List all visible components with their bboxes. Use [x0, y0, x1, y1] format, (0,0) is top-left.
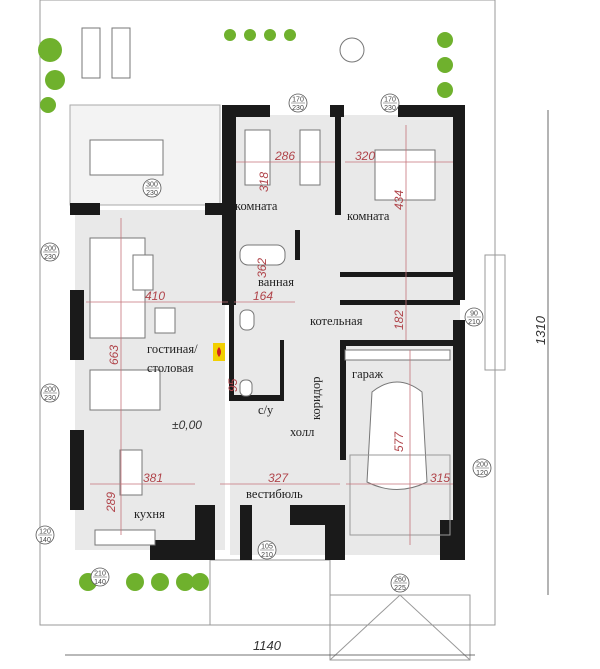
kitchen-island [119, 449, 143, 496]
dim-289: 289 [104, 492, 118, 513]
room-label-kitchen: кухня [134, 507, 165, 521]
opening-tag-bottom: 140 [39, 537, 51, 544]
dim-577: 577 [392, 431, 406, 452]
dining-table [89, 369, 161, 411]
opening-tag-top: 200 [476, 462, 488, 469]
opening-tag-bottom: 230 [146, 190, 158, 197]
room-label-dining: столовая [147, 361, 194, 375]
room-label-hall: холл [290, 425, 314, 439]
walls [70, 105, 465, 560]
dim-320: 320 [355, 149, 375, 163]
dim-95: 95 [226, 378, 240, 392]
opening-tag-top: 120 [39, 529, 51, 536]
toilet [239, 309, 255, 331]
opening-tag-top: 105 [261, 544, 273, 551]
driveway [329, 594, 471, 661]
opening-tag-bottom: 230 [384, 105, 396, 112]
room-label-vestibule: вестибюль [246, 487, 303, 501]
bathtub [239, 244, 286, 266]
dim-315: 315 [430, 471, 450, 485]
opening-tag-bottom: 230 [44, 254, 56, 261]
terrace-table [89, 139, 164, 176]
dimension-lines [65, 110, 549, 656]
room-label-living: гостиная/ [147, 342, 198, 356]
opening-tag-bottom: 230 [44, 395, 56, 402]
dim-362: 362 [255, 258, 269, 278]
garage-shelf [344, 349, 451, 361]
opening-tag-top: 170 [384, 97, 396, 104]
opening-tag-top: 210 [94, 571, 106, 578]
room-label-room-2: комната [347, 209, 390, 223]
furniture [89, 129, 451, 546]
plants [38, 29, 453, 591]
room-label-boiler: котельная [310, 314, 363, 328]
opening-tag-bottom: 210 [261, 552, 273, 559]
dim-318: 318 [257, 172, 271, 192]
dim-434: 434 [392, 190, 406, 210]
dim-327: 327 [268, 471, 289, 485]
side-porch [484, 254, 506, 371]
room-label-room-1: комната [235, 199, 278, 213]
opening-tag-top: 170 [292, 97, 304, 104]
dim-182: 182 [392, 310, 406, 330]
overall-height: 1310 [533, 315, 548, 345]
sunbeds [81, 27, 365, 79]
opening-tag-bottom: 140 [94, 579, 106, 586]
opening-tag-top: 200 [44, 246, 56, 253]
opening-tag-top: 260 [394, 577, 406, 584]
dim-286: 286 [274, 149, 295, 163]
opening-tag-bottom: 230 [292, 105, 304, 112]
overall-width: 1140 [253, 638, 282, 653]
dim-663: 663 [107, 345, 121, 365]
dim-164: 164 [253, 289, 273, 303]
opening-tag-bottom: 225 [394, 585, 406, 592]
level-mark: ±0,00 [172, 418, 202, 432]
room-label-garage: гараж [352, 367, 383, 381]
bed-small [244, 129, 271, 186]
car-icon [366, 381, 428, 490]
room-label-wc: с/у [258, 403, 274, 417]
opening-tag-top: 300 [146, 182, 158, 189]
opening-tag-bottom: 210 [468, 319, 480, 326]
opening-tags: 1702301702303002302002302002309021020012… [35, 93, 492, 593]
room-label-corridor: коридор [309, 377, 323, 421]
desk [299, 129, 321, 186]
opening-tag-top: 90 [470, 311, 478, 318]
room-label-bathroom: ванная [258, 275, 294, 289]
opening-tag-bottom: 120 [476, 470, 488, 477]
bed [374, 149, 436, 201]
entry-porch [209, 559, 331, 626]
dim-410: 410 [145, 289, 165, 303]
kitchen-counter [94, 529, 156, 546]
opening-tag-top: 200 [44, 387, 56, 394]
dim-381: 381 [143, 471, 163, 485]
